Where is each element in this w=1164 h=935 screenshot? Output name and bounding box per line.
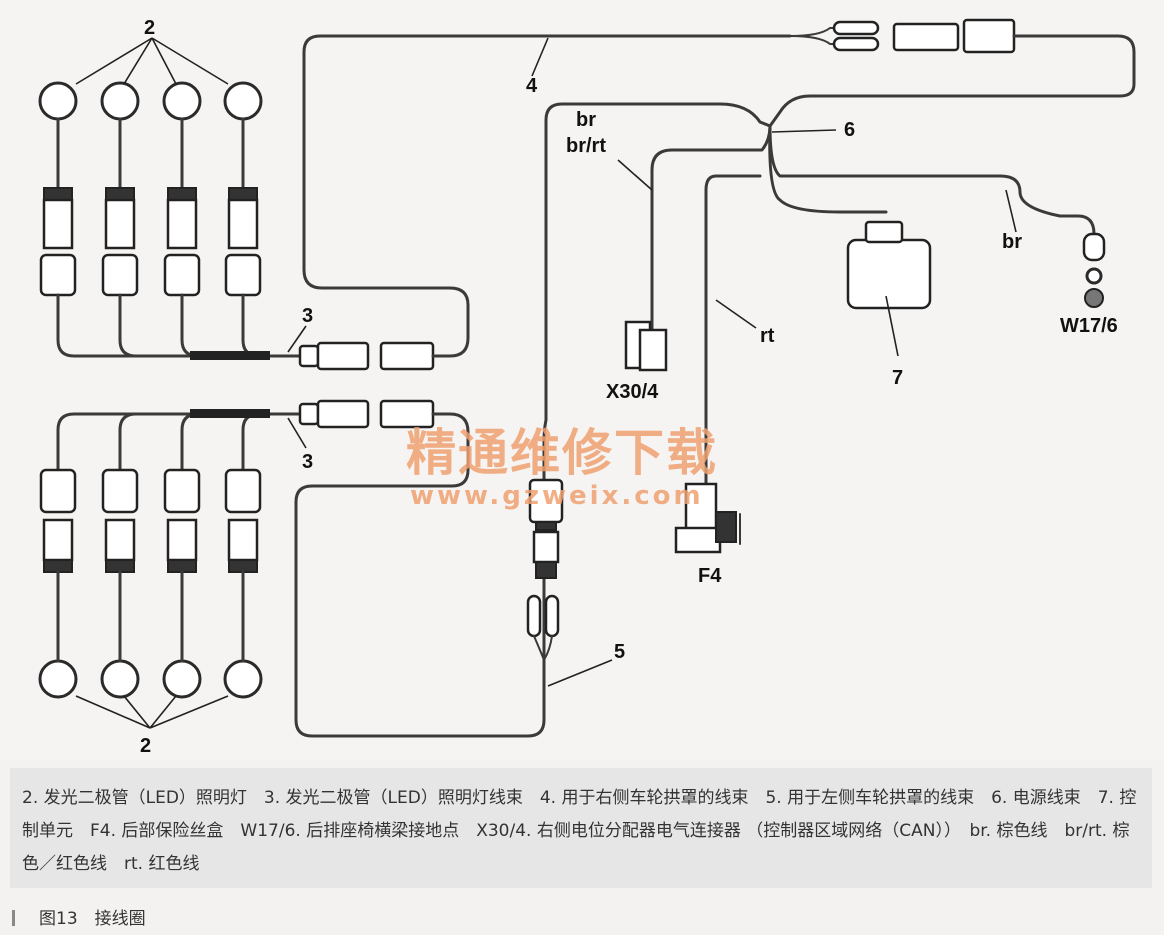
label-wire-brrt: br/rt [566,135,606,157]
label-f4: F4 [698,565,722,587]
led-ring-top-4 [223,81,263,121]
label-harness-led-bottom: 3 [302,451,313,473]
w17-6-ground-point [1082,232,1106,308]
label-harness-power: 6 [844,119,855,141]
f4-fuse-box [674,482,741,554]
led-branches-top [39,117,302,360]
led-ring-bottom-1 [38,659,78,699]
led-ring-top-3 [162,81,202,121]
led-group-bottom [38,399,546,738]
label-x30-4: X30/4 [606,381,659,403]
led-ring-bottom-4 [223,659,263,699]
label-wire-rt: rt [760,325,775,347]
harness-5-connectors [526,478,564,663]
watermark-url: www.gzweix.com [410,481,704,511]
label-harness-led-top: 3 [302,305,313,327]
figure-title-text: 图13 接线圈 [39,909,146,929]
power-harness [542,102,1096,622]
led-branches-bottom [39,409,302,663]
led-ring-top-2 [100,81,140,121]
led-ring-bottom-2 [100,659,140,699]
label-harness-left: 5 [614,641,625,663]
label-w17-6: W17/6 [1060,315,1118,337]
harness-4-connectors [768,18,1136,128]
watermark-title: 精通维修下载 [406,424,718,482]
label-control-unit: 7 [892,367,903,389]
x30-4-connector [624,320,668,372]
wiring-diagram: 2 2 3 3 4 5 6 7 br br/rt br rt X30/4 F4 … [38,17,1136,757]
label-wire-br-2: br [1002,231,1022,253]
caption-text: 2. 发光二极管（LED）照明灯 3. 发光二极管（LED）照明灯线束 4. 用… [22,788,1137,874]
label-led-bottom: 2 [140,735,151,757]
title-bar-mark [12,910,15,926]
figure-caption: 2. 发光二极管（LED）照明灯 3. 发光二极管（LED）照明灯线束 4. 用… [10,768,1152,888]
control-unit-7 [846,220,932,310]
callout-lines [75,37,1017,729]
wiring-diagram-svg: 2 2 3 3 4 5 6 7 br br/rt br rt X30/4 F4 … [38,17,1136,757]
label-led-top: 2 [144,17,155,39]
led-ring-top-1 [38,81,78,121]
figure-title: 图13 接线圈 [12,904,146,929]
label-wire-br-1: br [576,109,596,131]
led-ring-bottom-3 [162,659,202,699]
led-group-top [38,34,792,371]
label-harness-right: 4 [526,75,538,97]
